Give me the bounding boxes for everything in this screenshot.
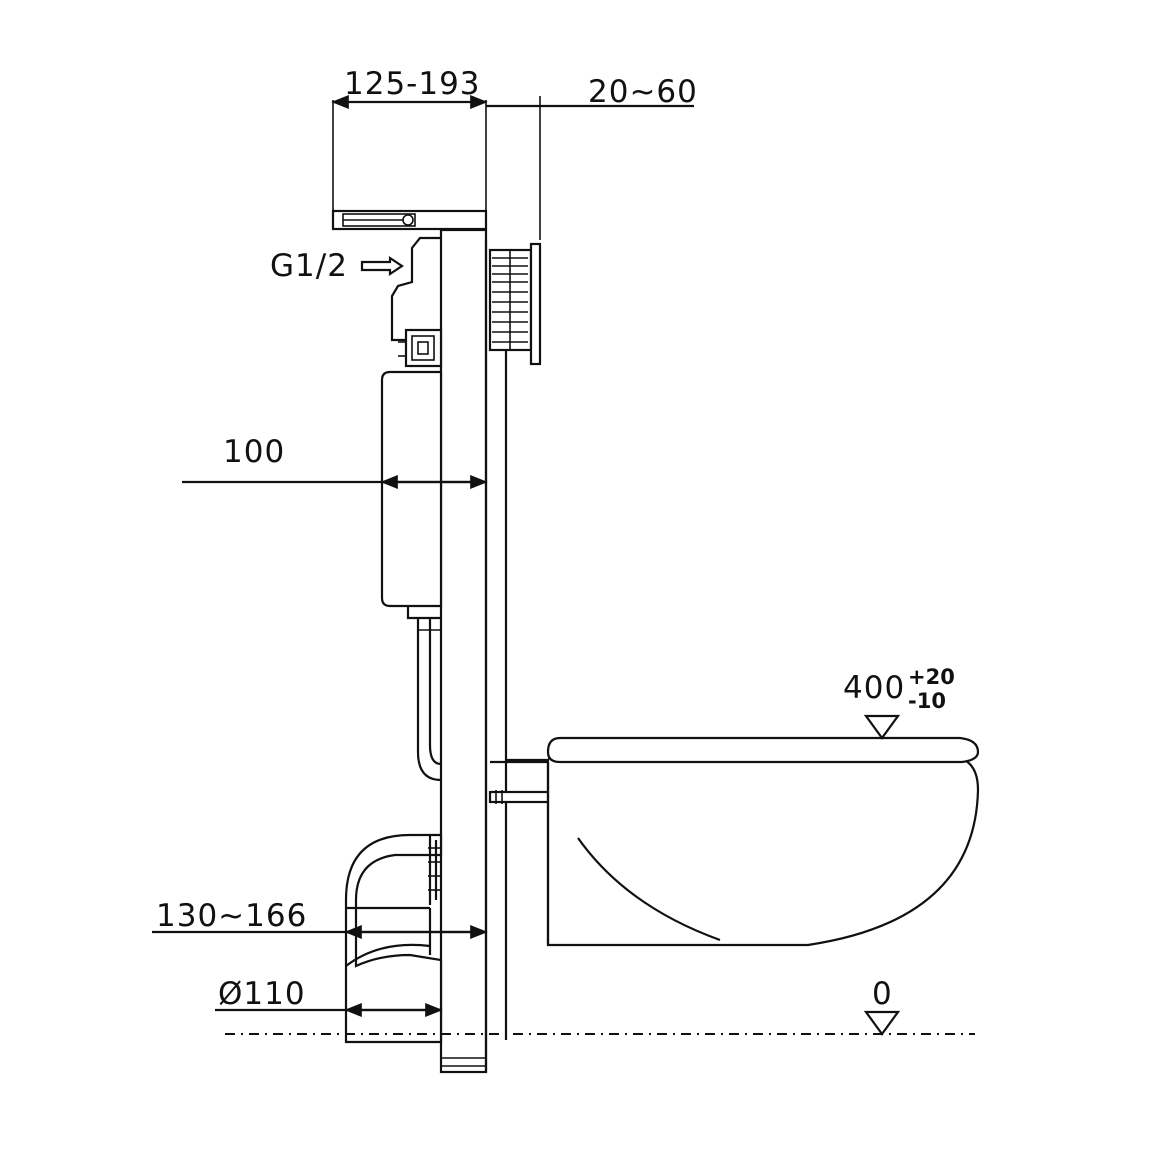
inlet-valve-box [398, 328, 443, 368]
flush-pipe [416, 618, 442, 782]
dimension-drain-offset: 130~166 [152, 898, 488, 940]
dimension-drain-diameter: Ø110 [215, 976, 443, 1018]
water-inlet: G1/2 [270, 236, 441, 342]
installation-frame-post [439, 228, 488, 1074]
cistern-tank [380, 370, 443, 620]
drain-offset-label: 130~166 [156, 898, 307, 934]
dimension-wall-finish: 20~60 [486, 74, 698, 240]
flush-plate [488, 242, 542, 366]
seat-height-label: 400 [843, 670, 905, 706]
dimension-frame-depth: 125-193 [331, 66, 488, 240]
drain-diameter-label: Ø110 [218, 976, 306, 1012]
seat-height-plus-label: +20 [908, 665, 955, 689]
seat-height-minus-label: -10 [908, 689, 946, 713]
floor-level: 0 [225, 976, 975, 1036]
floor-level-label: 0 [872, 976, 893, 1012]
wall-anchor-bracket [331, 209, 488, 231]
dimension-seat-height: 400 +20 -10 [843, 665, 955, 740]
tank-depth-label: 100 [223, 434, 285, 470]
wall-finish-label: 20~60 [588, 74, 698, 110]
water-inlet-label: G1/2 [270, 248, 348, 284]
frame-depth-label: 125-193 [344, 66, 481, 102]
drain-elbow [344, 833, 443, 1044]
toilet-bowl [506, 736, 980, 947]
dimension-tank-depth: 100 [182, 434, 488, 490]
